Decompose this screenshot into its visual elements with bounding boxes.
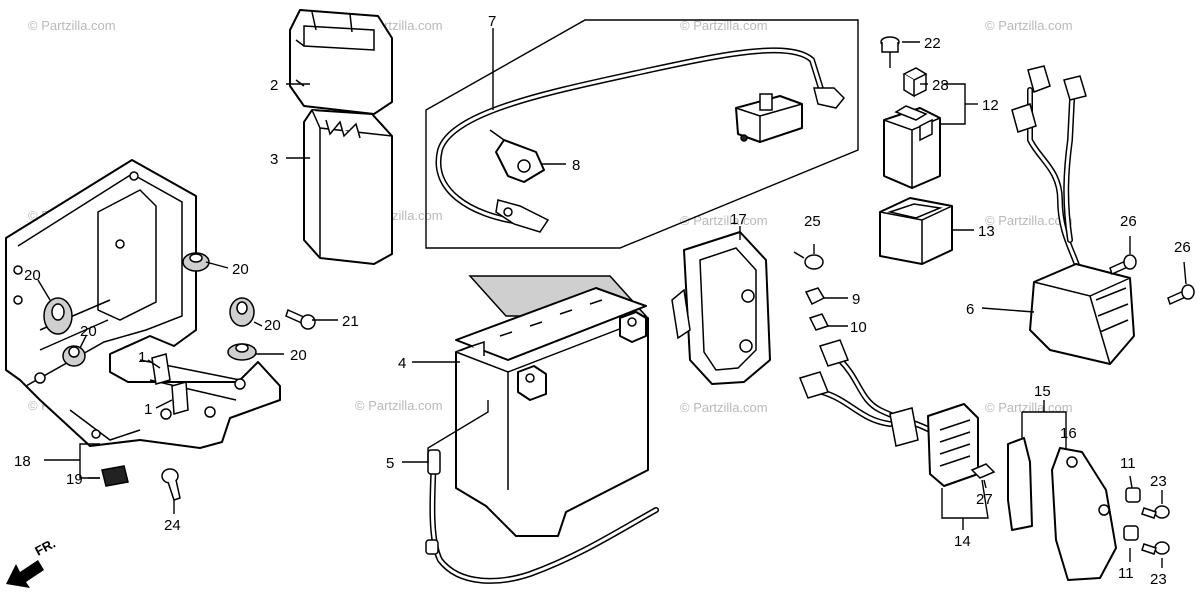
callout-2[interactable]: 2 (270, 77, 278, 94)
part-20-grommet-e[interactable] (227, 343, 257, 361)
part-15-plate[interactable] (1007, 437, 1033, 531)
part-9-clip[interactable] (804, 287, 826, 306)
part-28-fuse[interactable] (902, 67, 928, 98)
callout-5[interactable]: 5 (386, 455, 394, 472)
part-5-breather-tube[interactable] (425, 449, 659, 584)
part-20-grommet-d[interactable] (229, 297, 255, 327)
watermark: © Partzilla.com (28, 18, 116, 33)
part-1-clip-a[interactable] (151, 353, 171, 385)
callout-13[interactable]: 13 (978, 223, 995, 240)
callout-18[interactable]: 18 (14, 453, 31, 470)
part-1-clip-b[interactable] (171, 381, 189, 415)
callout-1-b[interactable]: 1 (144, 401, 152, 418)
part-20-grommet-c[interactable] (62, 345, 86, 367)
part-26-bolt-a[interactable] (1109, 254, 1137, 276)
callout-9[interactable]: 9 (852, 291, 860, 308)
callout-23-top[interactable]: 23 (1150, 473, 1167, 490)
callout-3[interactable]: 3 (270, 151, 278, 168)
part-12-relay[interactable] (883, 105, 941, 189)
callout-20-d[interactable]: 20 (264, 317, 281, 334)
part-20-grommet-b[interactable] (43, 297, 73, 335)
callout-20-e[interactable]: 20 (290, 347, 307, 364)
callout-6[interactable]: 6 (966, 301, 974, 318)
callout-4[interactable]: 4 (398, 355, 406, 372)
callout-15[interactable]: 15 (1034, 383, 1051, 400)
front-direction-indicator: FR. (6, 536, 58, 588)
callout-22[interactable]: 22 (924, 35, 941, 52)
callout-10[interactable]: 10 (850, 319, 867, 336)
callout-23-bottom[interactable]: 23 (1150, 571, 1167, 588)
part-7-terminal-block[interactable] (735, 93, 803, 143)
part-7-battery-cable[interactable] (435, 47, 846, 233)
part-8-connector[interactable] (489, 129, 545, 183)
watermark: © Partzilla.com (680, 213, 768, 228)
part-20-grommet-a[interactable] (182, 252, 210, 272)
part-11-collar-b[interactable] (1123, 525, 1139, 541)
part-17-housing[interactable] (671, 231, 771, 385)
watermark: © Partzilla.com (985, 18, 1073, 33)
callout-7[interactable]: 7 (488, 13, 496, 30)
callout-25[interactable]: 25 (804, 213, 821, 230)
callout-28[interactable]: 28 (932, 77, 949, 94)
part-24-bolt[interactable] (161, 468, 181, 501)
part-4-battery[interactable] (455, 275, 649, 537)
part-23-bolt-b[interactable] (1141, 541, 1170, 555)
callout-11-bottom[interactable]: 11 (1118, 565, 1134, 582)
arrow-icon (6, 560, 44, 588)
part-6-regulator[interactable] (1011, 65, 1135, 365)
callout-8[interactable]: 8 (572, 157, 580, 174)
callout-20-a[interactable]: 20 (232, 261, 249, 278)
part-7-outline (425, 19, 859, 249)
callout-21[interactable]: 21 (342, 313, 359, 330)
watermark: © Partzilla.com (680, 400, 768, 415)
front-label: FR. (32, 536, 58, 559)
part-25-screw[interactable] (793, 251, 824, 270)
leader-lines (37, 28, 1187, 568)
callout-20-c[interactable]: 20 (80, 323, 97, 340)
part-10-clip[interactable] (808, 313, 830, 331)
watermark: © Partzilla.com (985, 400, 1073, 415)
callout-12[interactable]: 12 (982, 97, 999, 114)
watermark: © Partzilla.com (985, 213, 1073, 228)
part-27-fuse[interactable] (970, 463, 996, 479)
callout-14[interactable]: 14 (954, 533, 971, 550)
part-14-sub-harness[interactable] (798, 339, 979, 487)
part-23-bolt-a[interactable] (1141, 505, 1170, 519)
callout-19[interactable]: 19 (66, 471, 83, 488)
callout-27[interactable]: 27 (976, 491, 993, 508)
part-19-clip[interactable] (101, 465, 129, 487)
watermark: © Partzilla.com (355, 398, 443, 413)
callout-11-top[interactable]: 11 (1120, 455, 1136, 472)
callout-26-b[interactable]: 26 (1174, 239, 1191, 256)
watermark: © Partzilla.com (680, 18, 768, 33)
part-16-cover[interactable] (1051, 447, 1117, 581)
callout-16[interactable]: 16 (1060, 425, 1077, 442)
part-13-holder[interactable] (879, 197, 953, 265)
part-22-bolt[interactable] (880, 36, 900, 68)
callout-20-b[interactable]: 20 (24, 267, 41, 284)
callout-labels: 2 3 4 5 6 7 8 9 10 11 11 12 13 14 15 16 … (14, 13, 1191, 588)
callout-24[interactable]: 24 (164, 517, 181, 534)
part-2-cover[interactable] (289, 9, 393, 115)
part-11-collar-a[interactable] (1125, 487, 1141, 503)
part-3-control-unit[interactable] (303, 109, 393, 265)
part-26-bolt-b[interactable] (1167, 284, 1195, 306)
part-21-bolt[interactable] (285, 308, 316, 330)
callout-1-a[interactable]: 1 (138, 349, 146, 366)
callout-17[interactable]: 17 (730, 211, 747, 228)
callout-26-a[interactable]: 26 (1120, 213, 1137, 230)
